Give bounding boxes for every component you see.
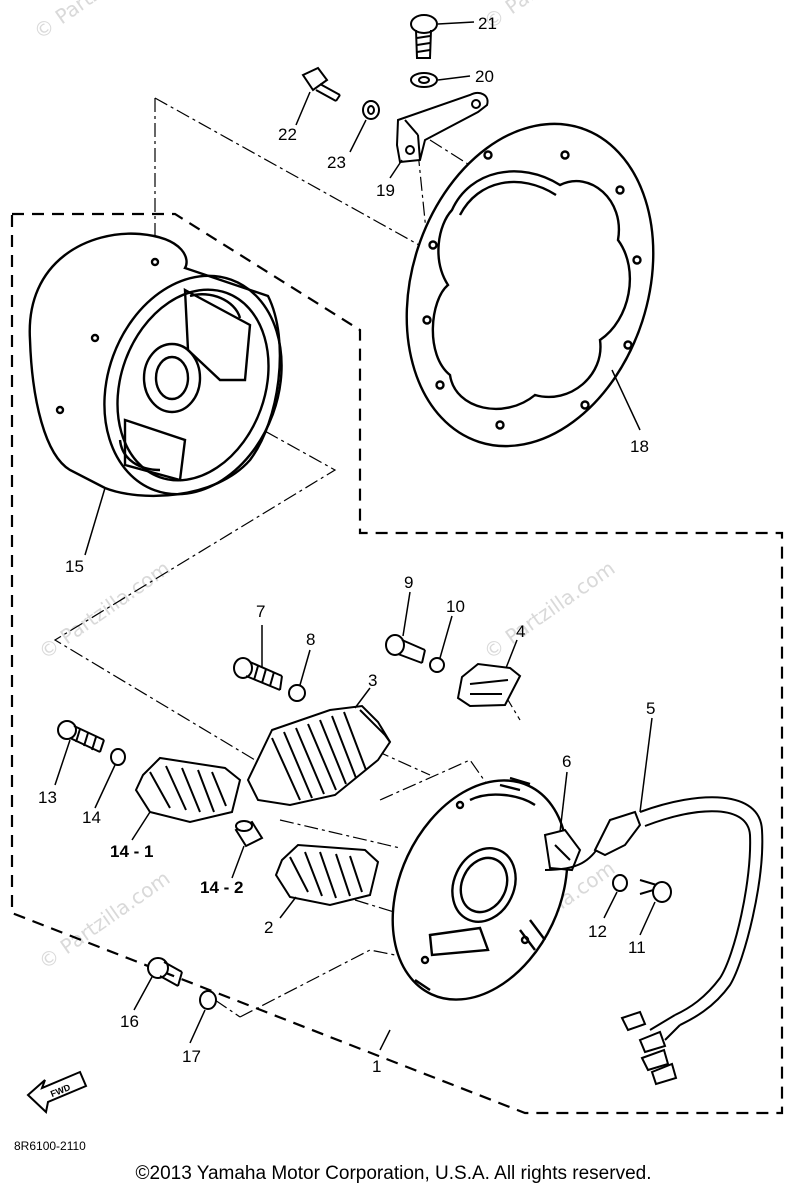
washer-20 — [410, 72, 438, 88]
callout-6: 6 — [562, 752, 571, 771]
leader-line-17 — [189, 1009, 206, 1044]
watermark-text: © Partzilla.com — [34, 866, 174, 974]
watermark-text: © Partzilla.com — [34, 556, 174, 664]
screw-16 — [147, 957, 183, 987]
callout-23: 23 — [327, 153, 346, 172]
rotor-15 — [28, 232, 283, 498]
leader-line-2 — [279, 896, 297, 919]
bolt-7 — [233, 657, 283, 691]
grommet-6 — [543, 828, 582, 872]
callout-17: 17 — [182, 1047, 201, 1066]
leader-line-14 — [94, 764, 116, 809]
callout-19: 19 — [376, 181, 395, 200]
leader-line-5 — [639, 717, 653, 813]
leader-line-4 — [505, 639, 518, 669]
callout-22: 22 — [278, 125, 297, 144]
callout-14-1: 14 - 1 — [110, 842, 153, 861]
bolt-22 — [301, 66, 341, 102]
callout-10: 10 — [446, 597, 465, 616]
screw-11 — [639, 879, 672, 903]
watermark-text: © Partzilla.com — [479, 0, 619, 34]
leader-line-14-2 — [231, 845, 245, 879]
wire-harness-5 — [544, 796, 764, 1086]
callout-7: 7 — [256, 602, 265, 621]
callout-5: 5 — [646, 699, 655, 718]
leader-line-21 — [437, 21, 475, 25]
callout-18: 18 — [630, 437, 649, 456]
callout-16: 16 — [120, 1012, 139, 1031]
callout-labels: 21 20 22 23 19 18 15 7 8 9 10 4 3 5 6 13… — [14, 14, 655, 1153]
callout-14-2: 14 - 2 — [200, 878, 243, 897]
callout-9: 9 — [404, 573, 413, 592]
leader-line-18 — [611, 369, 641, 431]
callout-14: 14 — [82, 808, 101, 827]
callout-11: 11 — [628, 938, 646, 957]
nut-23 — [362, 100, 380, 120]
callout-20: 20 — [475, 67, 494, 86]
callout-3: 3 — [368, 671, 377, 690]
washer-12 — [612, 874, 628, 892]
leader-line-20 — [437, 75, 471, 81]
leader-line-6 — [559, 771, 568, 833]
leader-line-23 — [349, 119, 367, 153]
leader-line-16 — [133, 976, 153, 1011]
nut-10 — [429, 657, 445, 673]
coil-14-1 — [134, 756, 242, 824]
leader-line-10 — [439, 615, 453, 659]
callout-2: 2 — [264, 918, 273, 937]
assembly-outline — [10, 212, 784, 1115]
callout-1: 1 — [372, 1057, 381, 1076]
coil-2 — [274, 843, 380, 907]
nut-8 — [288, 684, 306, 702]
leader-line-15 — [84, 487, 106, 556]
watermark-text: © Partzilla.com — [29, 0, 169, 44]
callout-21: 21 — [478, 14, 497, 33]
callout-15: 15 — [65, 557, 84, 576]
callout-13: 13 — [38, 788, 57, 807]
leader-line-8 — [299, 649, 311, 686]
bolt-9 — [385, 634, 426, 664]
bolt-13 — [57, 720, 105, 753]
front-arrow-icon: FWD — [26, 1070, 88, 1114]
leader-line-13 — [54, 739, 71, 786]
leader-line-1 — [379, 1029, 391, 1051]
callout-4: 4 — [516, 622, 525, 641]
watermark-text: © Partzilla.com — [479, 556, 619, 664]
stator-ring-18 — [405, 122, 655, 448]
copyright-notice: ©2013 Yamaha Motor Corporation, U.S.A. A… — [135, 1163, 652, 1184]
leader-line-19 — [389, 159, 403, 179]
spacer-14-2 — [234, 820, 264, 848]
coil-3 — [246, 704, 392, 807]
bolt-21 — [410, 14, 438, 59]
washer-17 — [199, 990, 217, 1010]
callout-12: 12 — [588, 922, 607, 941]
drawing-code: 8R6100-2110 — [14, 1139, 86, 1153]
leader-line-3 — [354, 687, 371, 709]
bracket-19 — [395, 92, 489, 164]
washer-14 — [110, 748, 126, 766]
leader-line-9 — [402, 591, 411, 637]
leader-line-14-1 — [131, 811, 151, 841]
leader-line-22 — [295, 91, 311, 126]
leader-line-11 — [639, 901, 656, 936]
pickup-coil-4 — [456, 662, 522, 708]
callout-8: 8 — [306, 630, 315, 649]
base-plate-1 — [391, 776, 569, 1001]
leader-line-12 — [603, 891, 618, 919]
